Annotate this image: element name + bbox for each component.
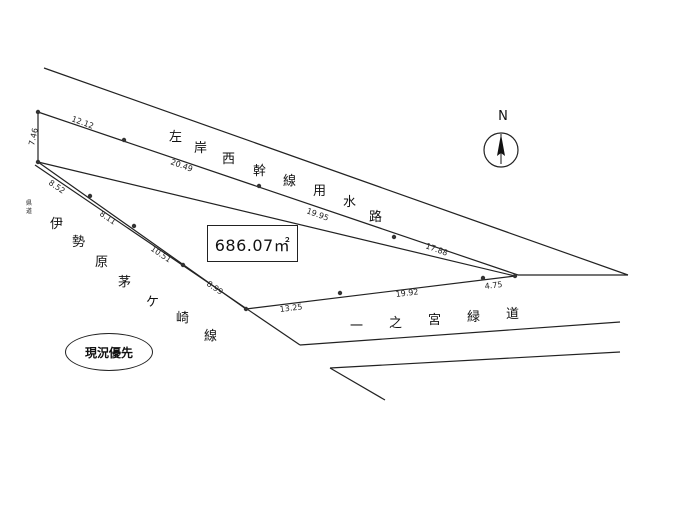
north-label: N: [498, 109, 508, 124]
dimension-bottom-2: 19.92: [395, 287, 419, 299]
left-road-char-5: ケ: [146, 295, 159, 310]
bottom-road-char-4: 緑: [467, 310, 480, 325]
dimension-left-upper: 7.46: [27, 127, 40, 146]
status-label: 現況優先: [84, 345, 133, 360]
canal-char-3: 西: [222, 152, 235, 167]
dimension-bottom-1: 13.25: [279, 302, 303, 314]
left-road-prefix-1: 県: [26, 200, 32, 207]
canal-char-1: 左: [169, 130, 182, 145]
area-label: 686.07㎡: [214, 235, 291, 255]
canal-char-4: 幹: [253, 163, 266, 179]
left-road-char-1: 伊: [50, 217, 63, 232]
canal-lower-line: [37, 111, 519, 276]
vertex-4: [256, 183, 262, 189]
vertex-7: [87, 193, 93, 199]
left-road-prefix-2: 道: [26, 207, 32, 215]
vertex-1: [35, 109, 41, 115]
left-road-char-4: 茅: [118, 275, 131, 290]
vertex-2: [35, 159, 41, 165]
canal-char-6: 用: [313, 184, 326, 199]
status-badge: 現況優先: [65, 333, 153, 371]
canal-char-2: 岸: [194, 141, 207, 156]
lot-bottom-edge: [245, 275, 516, 310]
left-road-char-2: 勢: [72, 235, 85, 250]
dimension-top-1: 20.49: [169, 157, 194, 173]
left-road-char-6: 崎: [176, 311, 189, 326]
left-road-char-7: 線: [204, 328, 217, 344]
canal-upper-line: [43, 67, 629, 276]
vertex-11: [337, 290, 343, 296]
dimension-top-edge: 12.12: [70, 114, 95, 130]
vertex-6: [512, 273, 518, 279]
left-road-char-3: 原: [95, 255, 108, 270]
vertex-3: [121, 137, 127, 143]
dimension-left-3: 10.51: [149, 244, 173, 264]
dimension-left-4: 8.99: [205, 279, 225, 296]
bottom-road-upper-line: [299, 321, 621, 346]
vertex-5: [391, 234, 397, 240]
bottom-road-char-5: 道: [506, 307, 519, 322]
left-road-line: [34, 164, 301, 346]
bottom-road-char-1: 一: [350, 319, 363, 334]
dimension-left-2: 8.11: [98, 209, 118, 226]
north-arrow-icon: N: [483, 109, 519, 168]
vertex-8: [131, 223, 137, 229]
vertex-10: [243, 306, 249, 312]
bottom-road-lower-line: [329, 351, 621, 369]
vertex-9: [180, 262, 186, 268]
bottom-road-char-2: 之: [389, 316, 402, 331]
vertex-12: [480, 275, 486, 281]
bottom-road-tail-line: [329, 367, 386, 401]
canal-char-8: 路: [369, 209, 382, 225]
bottom-road-char-3: 宮: [428, 312, 441, 328]
dimension-top-2: 19.95: [305, 206, 330, 222]
dimension-bottom-3: 4.75: [484, 280, 503, 291]
north-compass: N: [479, 104, 529, 174]
canal-char-5: 線: [283, 173, 296, 189]
lot-top-edge: [37, 161, 516, 277]
area-label-box: 686.07㎡: [207, 225, 298, 262]
canal-char-7: 水: [343, 195, 356, 210]
